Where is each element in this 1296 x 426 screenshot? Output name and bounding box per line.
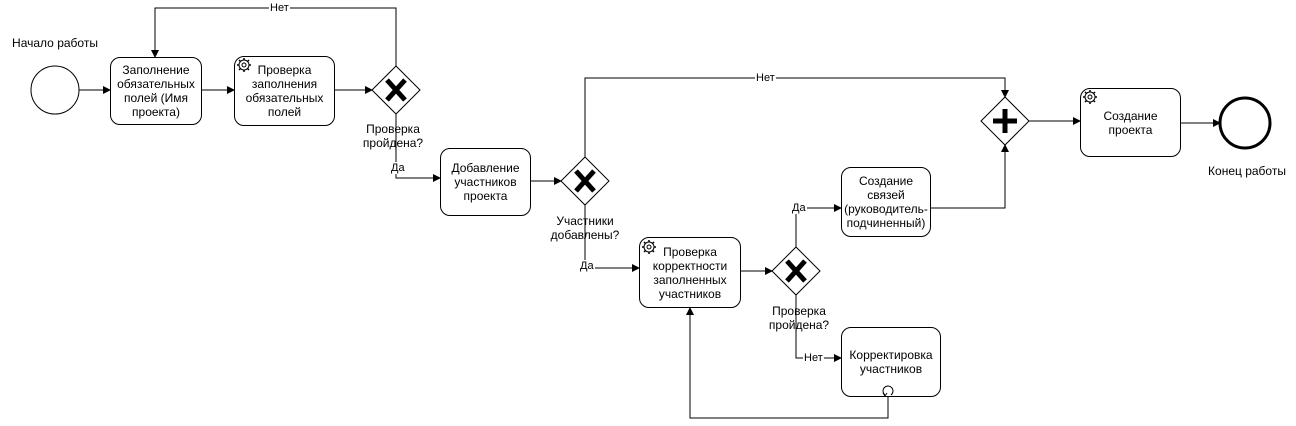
task-fill-required-fields[interactable]: Заполнение обязательных полей (Имя проек… [110, 57, 202, 125]
gear-icon [1083, 90, 1097, 104]
gateway-participants-check [771, 246, 821, 296]
task-fix-participants-label: Корректировка участников [849, 348, 933, 376]
gear-icon [237, 58, 251, 72]
flow-fix-to-checkp [686, 307, 889, 419]
gateway-participants-added [560, 156, 610, 206]
end-event [1218, 96, 1272, 150]
flow-g3-no [795, 295, 842, 362]
edge-label-g2-no: Нет [755, 72, 776, 84]
gear-icon [642, 240, 656, 254]
edge-label-g1-yes: Да [390, 162, 406, 174]
task-create-project-label: Создание проекта [1103, 108, 1158, 137]
edge-label-g3-yes: Да [791, 202, 807, 214]
edge-label-g3-no: Нет [803, 352, 824, 364]
task-create-project[interactable]: Создание проекта [1080, 88, 1181, 157]
task-check-participants-label: Проверка корректности заполненных участн… [652, 244, 728, 301]
end-event-label: Конец работы [1208, 164, 1286, 178]
task-check-required-fields-label: Проверка заполнения обязательных полей [245, 63, 324, 119]
start-event [30, 65, 80, 115]
gateway-participants-check-label: Проверка пройдена? [768, 304, 830, 332]
task-check-required-fields[interactable]: Проверка заполнения обязательных полей [234, 56, 335, 126]
task-fix-participants[interactable]: Корректировка участников [841, 327, 941, 397]
flow-g2-no [584, 77, 1009, 157]
edge-label-g1-no: Нет [269, 2, 290, 14]
gateway-fields-check-label: Проверка пройдена? [362, 122, 424, 150]
gateway-parallel-join [980, 96, 1030, 146]
flow-links-to-join [931, 144, 1009, 209]
edge-label-g2-yes: Да [579, 260, 595, 272]
gateway-fields-check [371, 65, 421, 115]
task-check-participants[interactable]: Проверка корректности заполненных участн… [639, 237, 741, 308]
start-event-label: Начало работы [12, 36, 98, 50]
loop-marker-icon [882, 385, 894, 397]
task-create-links[interactable]: Создание связей (руководитель- подчиненн… [841, 167, 931, 237]
gateway-participants-added-label: Участники добавлены? [550, 214, 620, 242]
task-add-participants[interactable]: Добавление участников проекта [440, 148, 531, 216]
flow-g1-yes [395, 114, 441, 182]
